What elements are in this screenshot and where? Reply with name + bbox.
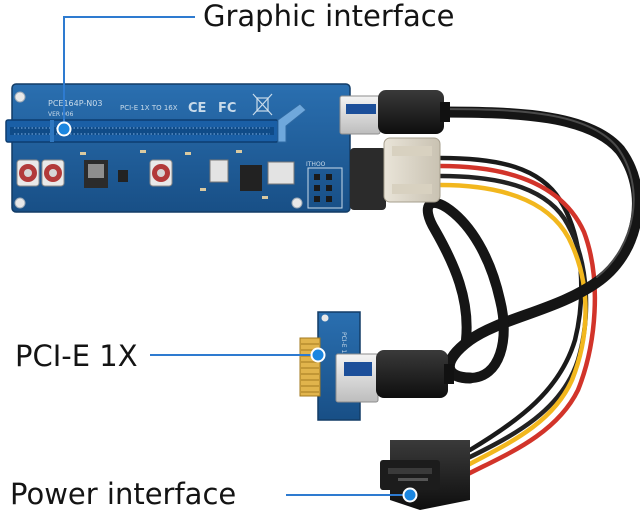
fc-mark: FC bbox=[218, 101, 236, 116]
riser-board-16x: PCE164P-N03 VER 006 PCI-E 1X TO 16X CE F… bbox=[5, 83, 351, 213]
mount-hole bbox=[291, 197, 303, 209]
capacitor bbox=[149, 159, 173, 187]
pcie-1x-label: PCI-E 1X bbox=[15, 339, 138, 373]
usb-plug-16x bbox=[378, 90, 450, 134]
slot-latch bbox=[277, 103, 307, 143]
wire-yellow bbox=[437, 182, 588, 469]
chip bbox=[209, 159, 229, 183]
pin-header bbox=[314, 174, 332, 202]
callout-dot-power bbox=[402, 487, 418, 503]
molex-connector bbox=[350, 137, 441, 210]
chip bbox=[267, 161, 295, 185]
callout-dot-pcie bbox=[310, 347, 326, 363]
capacitor bbox=[16, 159, 40, 187]
usb-cable bbox=[422, 106, 640, 384]
pcie-16x-slot-channel bbox=[10, 127, 274, 135]
weee-bin-icon bbox=[252, 93, 273, 116]
gold-fingers bbox=[299, 337, 321, 397]
chip bbox=[240, 165, 262, 191]
mount-hole bbox=[14, 91, 26, 103]
graphic-interface-label: Graphic interface bbox=[203, 0, 455, 33]
power-wires bbox=[437, 155, 598, 477]
wire-red bbox=[437, 163, 598, 477]
capacitor bbox=[41, 159, 65, 187]
smd-components bbox=[80, 150, 268, 199]
callout-graphic bbox=[56, 16, 195, 137]
chip bbox=[118, 170, 128, 182]
ce-mark: CE bbox=[188, 101, 206, 116]
sata-power-connector bbox=[380, 440, 470, 510]
usb-plug-1x bbox=[376, 350, 448, 398]
usb-cable-highlight bbox=[439, 108, 635, 278]
board-version-text: VER 006 bbox=[48, 111, 74, 118]
usb-port-16x bbox=[339, 95, 381, 135]
board-slot-text: PCI-E 1X TO 16X bbox=[120, 104, 178, 112]
mount-hole bbox=[14, 197, 26, 209]
callout-pcie bbox=[150, 347, 326, 363]
callout-line-graphic bbox=[63, 16, 195, 129]
usb-cable-loop bbox=[422, 198, 509, 383]
pin-header-outline bbox=[307, 167, 343, 209]
power-interface-label: Power interface bbox=[10, 477, 237, 511]
callout-power bbox=[286, 487, 418, 503]
board-model-text: PCE164P-N03 bbox=[48, 99, 102, 108]
usb-port-1x bbox=[335, 353, 379, 403]
callout-dot-graphic bbox=[56, 121, 72, 137]
pcie-1x-adapter: PCI-E 1X Adapter bbox=[299, 311, 454, 421]
port-silk-text: ITHOO bbox=[306, 161, 326, 168]
slot-key bbox=[50, 120, 54, 142]
voltage-regulator bbox=[84, 160, 108, 188]
